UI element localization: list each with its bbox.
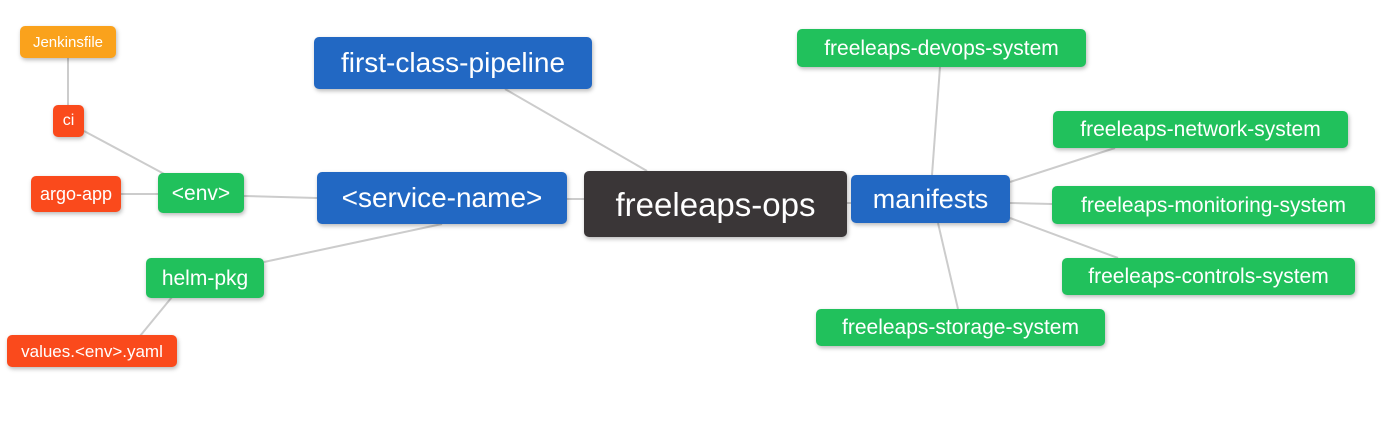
edge-first-class-pipeline-to-freeleaps-ops [504,88,648,172]
mindmap-node-freeleaps-controls-system[interactable]: freeleaps-controls-system [1062,258,1355,295]
mindmap-node-env[interactable]: <env> [158,173,244,213]
mindmap-node-freeleaps-storage-system[interactable]: freeleaps-storage-system [816,309,1105,346]
edge-manifests-to-freeleaps-storage-system [937,222,959,310]
mindmap-node-freeleaps-devops-system[interactable]: freeleaps-devops-system [797,29,1086,67]
mindmap-node-jenkinsfile[interactable]: Jenkinsfile [20,26,116,58]
mindmap-node-freeleaps-monitoring-system[interactable]: freeleaps-monitoring-system [1052,186,1375,224]
mindmap-node-ci[interactable]: ci [53,105,84,137]
edge-helm-pkg-to-values-env-yaml [139,296,173,337]
edge-env-to-service-name [243,195,318,199]
edge-manifests-to-freeleaps-network-system [1009,147,1116,183]
edge-manifests-to-freeleaps-devops-system [931,66,941,176]
edge-ci-to-env [83,130,169,177]
mindmap-node-service-name[interactable]: <service-name> [317,172,567,224]
edge-manifests-to-freeleaps-controls-system [1009,217,1119,259]
mindmap-node-helm-pkg[interactable]: helm-pkg [146,258,264,298]
mindmap-node-freeleaps-ops[interactable]: freeleaps-ops [584,171,847,237]
mindmap-node-values-env-yaml[interactable]: values.<env>.yaml [7,335,177,367]
mindmap-node-manifests[interactable]: manifests [851,175,1010,223]
mindmap-node-freeleaps-network-system[interactable]: freeleaps-network-system [1053,111,1348,148]
mindmap-node-first-class-pipeline[interactable]: first-class-pipeline [314,37,592,89]
edge-manifests-to-freeleaps-monitoring-system [1009,202,1053,205]
edge-helm-pkg-to-service-name [263,223,443,263]
mindmap-node-argo-app[interactable]: argo-app [31,176,121,212]
